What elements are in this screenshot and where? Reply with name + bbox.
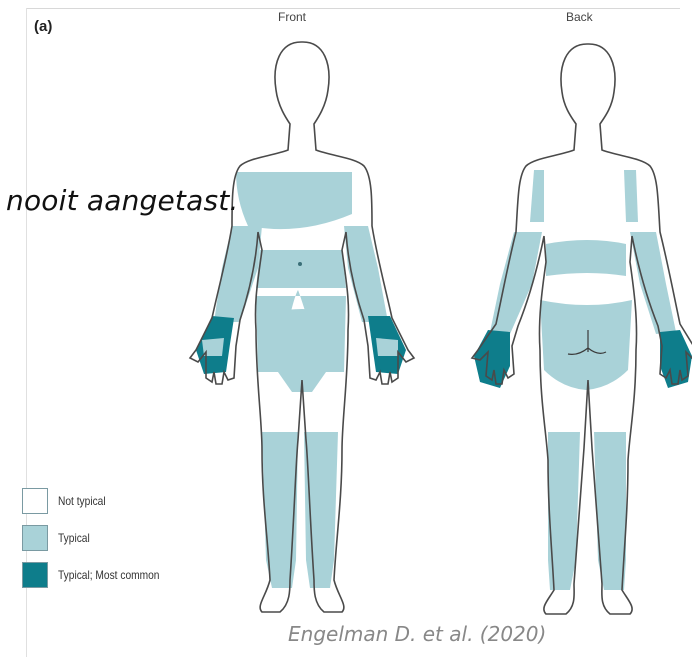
front-left-palm-region <box>376 338 398 356</box>
back-buttocks-region <box>540 300 632 390</box>
back-lower-legs-region <box>548 432 626 590</box>
legend-swatch-most-common <box>22 562 48 588</box>
front-waist-region <box>256 250 346 288</box>
back-shoulder-left-region <box>624 170 638 222</box>
legend-item-typical: Typical <box>22 525 177 551</box>
panel-label: (a) <box>34 18 52 35</box>
overlay-caption: nooit aangetast. <box>6 184 239 217</box>
back-midback-region <box>546 240 626 276</box>
front-lower-legs-region <box>262 432 338 588</box>
legend-label-typical: Typical <box>58 531 90 545</box>
legend-swatch-typical <box>22 525 48 551</box>
legend-swatch-not-typical <box>22 488 48 514</box>
front-chest-region <box>236 172 352 229</box>
legend-item-most-common: Typical; Most common <box>22 562 177 588</box>
front-view-label: Front <box>278 10 306 24</box>
back-body <box>472 44 692 614</box>
front-body <box>190 42 414 612</box>
back-view-label: Back <box>566 10 593 24</box>
legend: Not typical Typical Typical; Most common <box>22 488 177 599</box>
back-shoulder-right-region <box>530 170 544 222</box>
citation-credit: Engelman D. et al. (2020) <box>288 622 546 646</box>
front-navel-dot <box>298 262 302 266</box>
legend-label-most-common: Typical; Most common <box>58 568 159 582</box>
front-thighs-region <box>274 309 330 392</box>
legend-item-not-typical: Not typical <box>22 488 177 514</box>
legend-label-not-typical: Not typical <box>58 494 106 508</box>
